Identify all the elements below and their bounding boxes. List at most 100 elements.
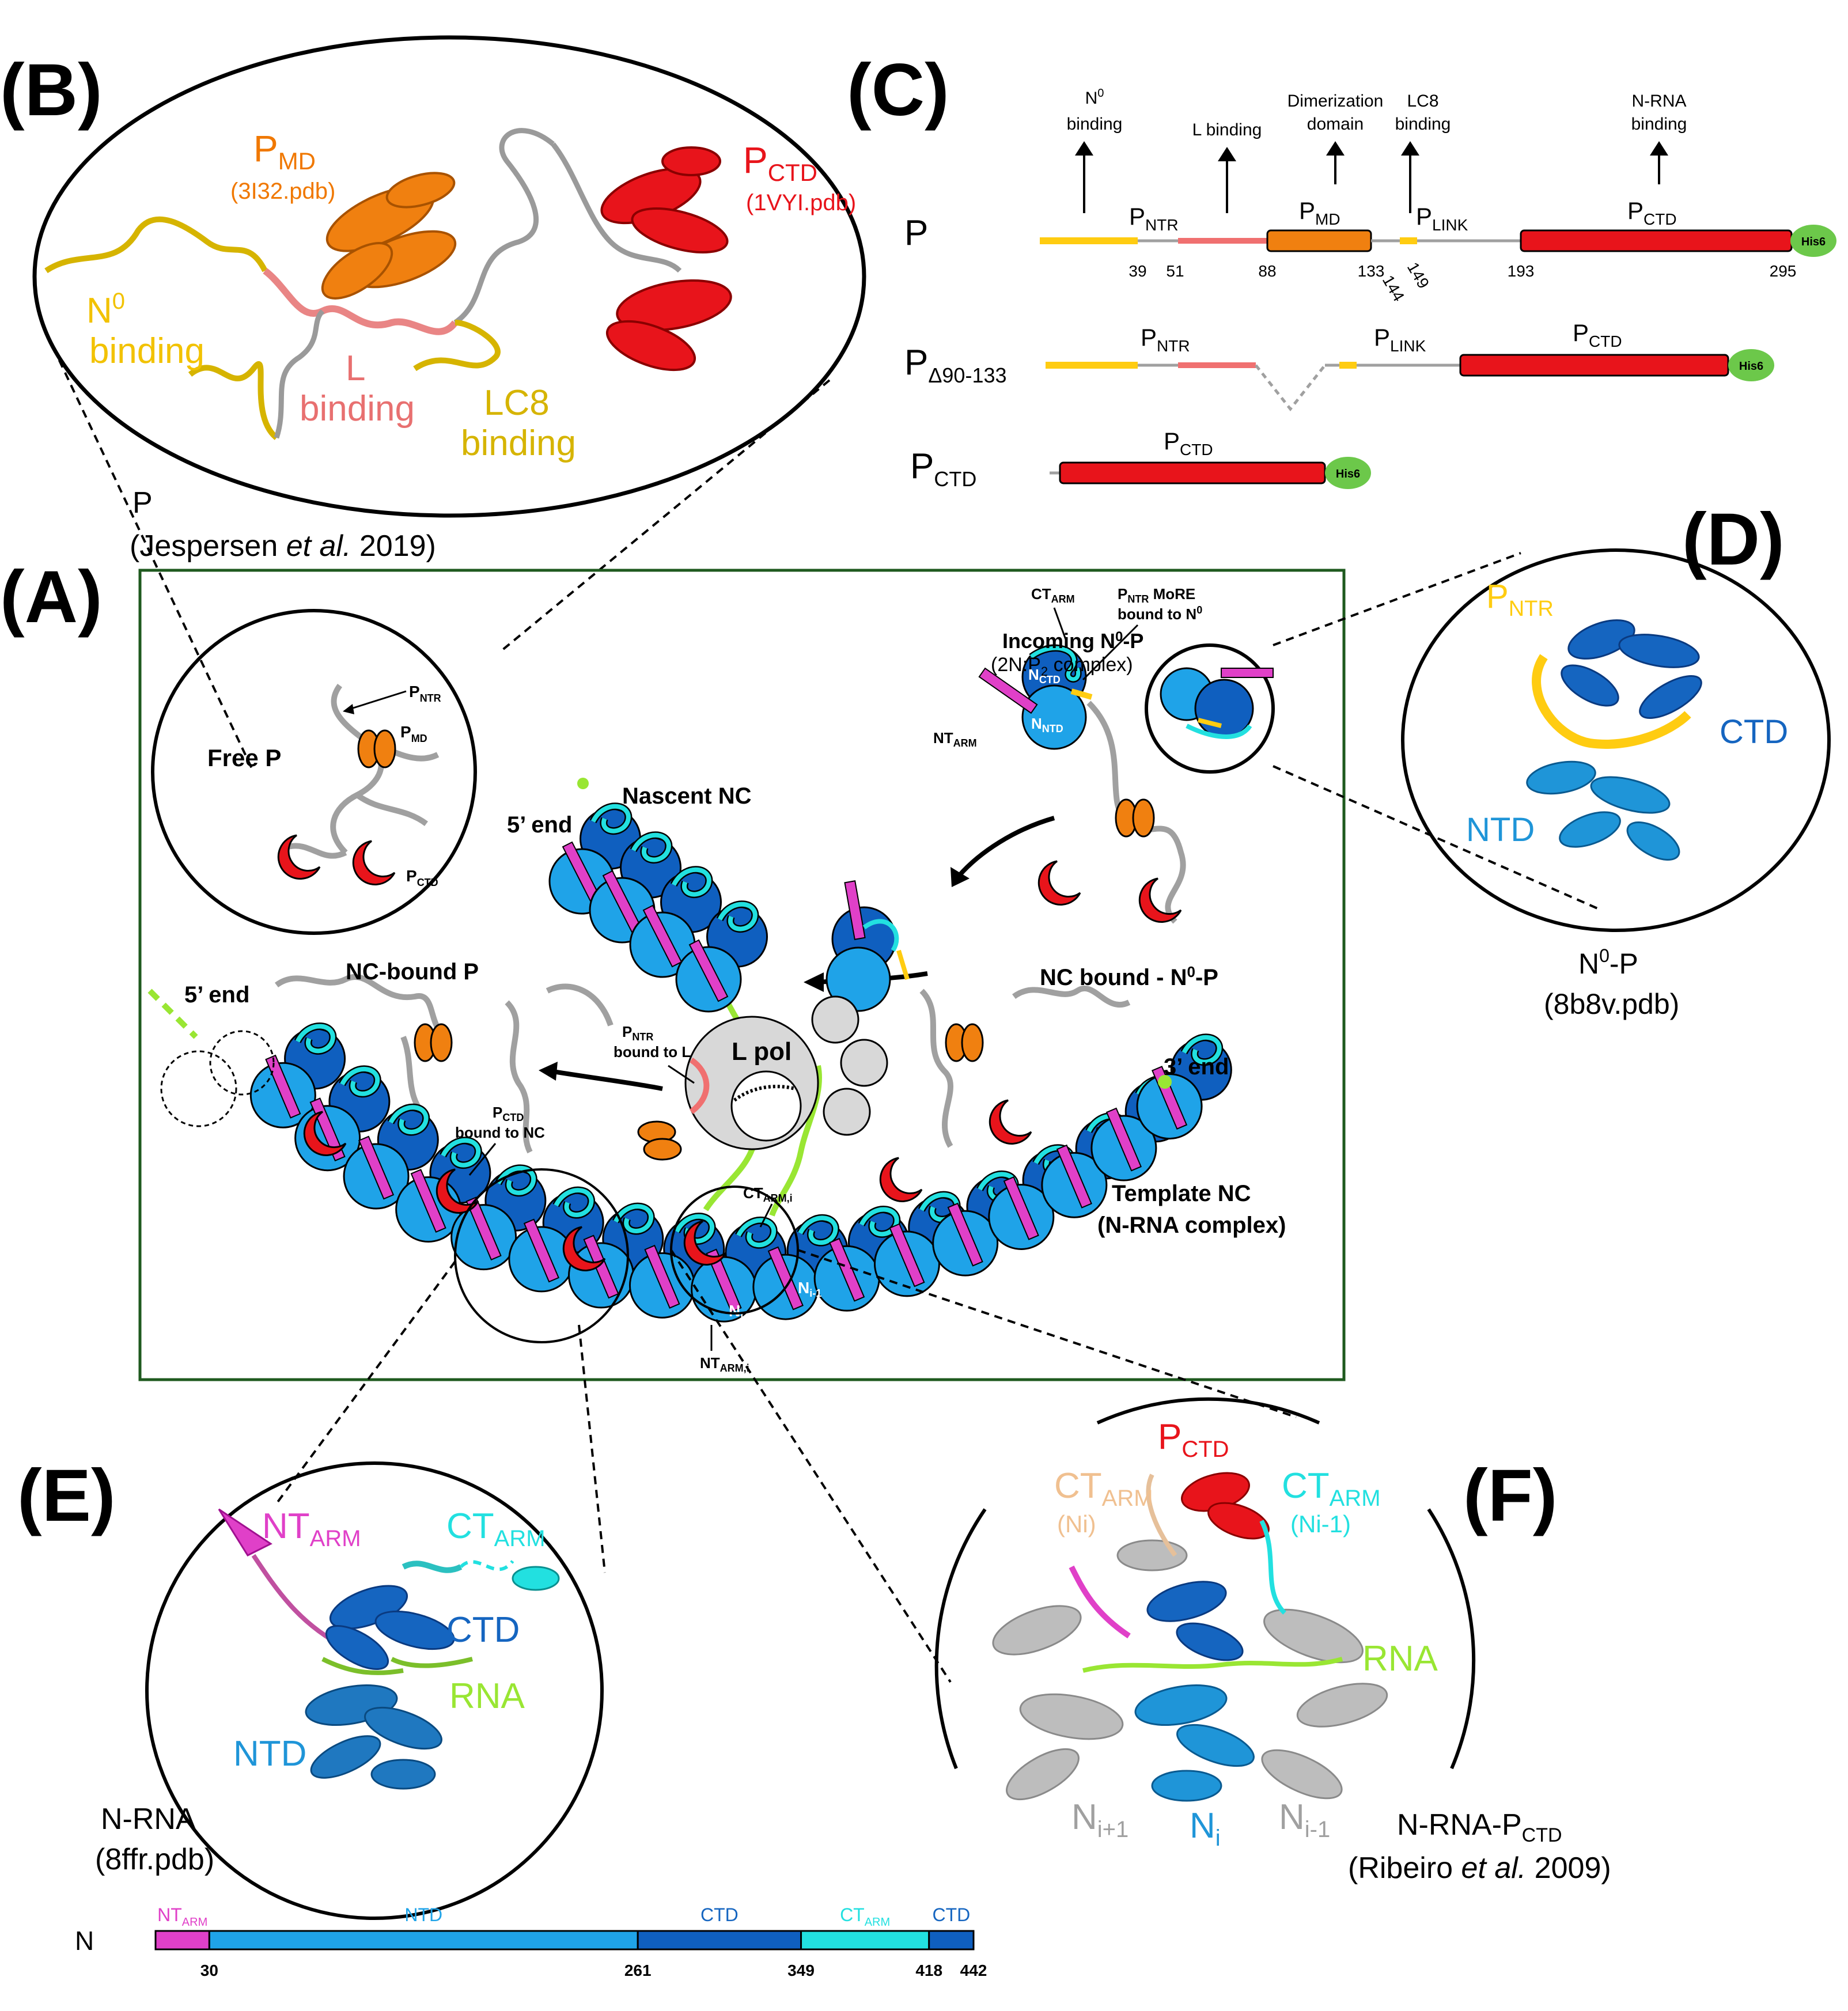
arrow-pntr [552, 1069, 663, 1091]
template-nc-sublabel: (N-RNA complex) [1097, 1213, 1286, 1238]
f-caption-1: N-RNA-PCTD [1397, 1808, 1562, 1846]
panel-b: PMD (3I32.pdb) PCTD (1VYI.pdb) N0 bindin… [32, 35, 866, 563]
panel-e-circle [145, 1461, 604, 1920]
svg-text:His6: His6 [1801, 236, 1826, 248]
f-rna-label: RNA [1362, 1639, 1438, 1679]
svg-text:L binding: L binding [1192, 120, 1262, 139]
n-bar-tick: 261 [624, 1961, 652, 1979]
pctd-incoming-2 [1138, 877, 1182, 923]
pctd-domain [1520, 229, 1793, 252]
e-ctarm-label: CTARM [446, 1506, 546, 1551]
linker-chain-3 [551, 142, 682, 273]
svg-text:NTARM: NTARM [933, 729, 977, 749]
svg-text:PNTR: PNTR [1141, 324, 1190, 355]
zoom-line-e-right [578, 1324, 606, 1573]
panel-label-d: (D) [1682, 498, 1785, 581]
pctd-bound-to-nc [683, 1220, 727, 1266]
pmd-label: PMD [253, 128, 316, 175]
annotation-n0-binding: N0 binding [1067, 87, 1123, 213]
svg-text:PCTD: PCTD [1573, 319, 1622, 350]
svg-text:NCTD: NCTD [1028, 666, 1061, 686]
e-rna-label: RNA [449, 1676, 525, 1716]
d-caption-2: (8b8v.pdb) [1544, 988, 1679, 1020]
n0p-inset [1145, 643, 1275, 774]
n0-binding-chain-2 [188, 361, 279, 440]
n-bar-tick: 418 [915, 1961, 942, 1979]
lpol-label: L pol [732, 1037, 792, 1066]
svg-text:CTARM: CTARM [1031, 585, 1075, 605]
n-bar-segment [637, 1930, 802, 1951]
nascent-nc-label: Nascent NC [622, 783, 752, 809]
f-ctarm-nim1-label: CTARM [1282, 1466, 1381, 1511]
d-ntd-label: NTD [1466, 811, 1535, 849]
template-n-unit [249, 1022, 346, 1128]
svg-text:N0: N0 [1085, 87, 1104, 108]
e-ctd-label: CTD [446, 1610, 520, 1650]
l-binding-label: L [346, 349, 365, 388]
pctd-bound-label: PCTD [493, 1104, 524, 1123]
n-bar-segment-label: NTD [404, 1904, 442, 1925]
pctd-bound-to-nc [303, 1111, 347, 1156]
n-bar-segment-label: NTARM [157, 1904, 207, 1929]
ni-label: Ni [729, 1302, 743, 1322]
plink-label: PLINK [1416, 203, 1468, 234]
lc8-binding-chain [413, 320, 501, 372]
construct-p-delta: PΔ90-133 His6 PNTR PLINK PCTD [904, 319, 1774, 412]
svg-text:bound to L: bound to L [614, 1043, 691, 1061]
arrow-incoming [957, 816, 1055, 877]
svg-text:NNTD: NNTD [1031, 715, 1063, 734]
svg-text:39: 39 [1129, 262, 1146, 280]
e-caption-2: (8ffr.pdb) [95, 1843, 214, 1876]
nip1-label: Ni+1 [634, 1311, 660, 1331]
svg-text:His6: His6 [1739, 360, 1763, 373]
nc-bound-p-label: NC-bound P [346, 959, 479, 984]
pntr-label: PNTR [1129, 203, 1179, 234]
construct-p-full: P His6 PNTR PMD PLINK PCTD 39 51 88 133 … [904, 197, 1836, 304]
pctd-bound-to-nc [879, 1157, 923, 1202]
d-pntr-label: PNTR [1486, 578, 1554, 621]
svg-text:His6: His6 [1336, 468, 1360, 480]
position-ticks: 39 51 88 133 144 149 193 295 [1129, 259, 1796, 304]
annotation-lc8: LC8 binding [1395, 92, 1451, 213]
n-bar-label: N [75, 1926, 94, 1956]
svg-text:N-RNA: N-RNA [1632, 92, 1687, 111]
zoom-line-d-top [1273, 552, 1521, 646]
pmd-domain [1266, 229, 1372, 252]
pctd-bound-to-nc [436, 1168, 479, 1214]
panel-e: NTARM CTARM CTD RNA NTD N-RNA (8ffr.pdb) [95, 1461, 604, 1920]
f-nim1-label: Ni-1 [1279, 1797, 1330, 1842]
zoom-line-f-left [670, 1249, 952, 1683]
zoom-line-b-right [500, 379, 831, 652]
e-ntd-label: NTD [233, 1734, 306, 1774]
svg-text:Incoming N0-P: Incoming N0-P [1002, 629, 1143, 653]
nc-bound-n0p-chains [919, 985, 1131, 1148]
pctd-structure [600, 146, 732, 372]
rna-5-end-dot [577, 778, 589, 789]
template-n-unit [343, 1103, 439, 1210]
pctd-label: PCTD [743, 139, 817, 186]
five-end-label-2: 5’ end [184, 982, 249, 1008]
annotation-nrna: N-RNA binding [1631, 92, 1687, 184]
pmd-near-l [637, 1120, 682, 1161]
f-ni-paren: (Ni) [1057, 1510, 1096, 1537]
construct-pctd: PCTD His6 PCTD [910, 427, 1371, 491]
annotation-l-binding: L binding [1192, 120, 1262, 213]
nascent-n-unit [675, 900, 768, 1013]
annotation-dimerization: Dimerization domain [1287, 92, 1383, 184]
svg-text:binding: binding [1067, 115, 1123, 134]
dashed-end-unit [160, 1050, 237, 1127]
template-nc-label: Template NC [1112, 1181, 1251, 1206]
pmd-structure [321, 172, 457, 300]
d-caption-1: N0-P [1578, 945, 1638, 980]
n-bar-segment-label: CTD [932, 1904, 970, 1925]
n0-binding-label-2: binding [89, 331, 205, 371]
svg-text:PLINK: PLINK [1374, 324, 1426, 355]
e-ntarm-label: NTARM [262, 1506, 361, 1551]
f-caption-2: (Ribeiro et al. 2009) [1348, 1851, 1611, 1885]
five-end-label-1: 5’ end [507, 812, 572, 838]
n-bar-tick: 442 [960, 1961, 987, 1979]
pctd-incoming-1 [1037, 860, 1081, 906]
panel-c: N0 binding L binding Dimerization domain… [904, 87, 1836, 491]
svg-text:(2N:P2 complex): (2N:P2 complex) [991, 654, 1133, 679]
svg-text:133: 133 [1358, 262, 1385, 280]
